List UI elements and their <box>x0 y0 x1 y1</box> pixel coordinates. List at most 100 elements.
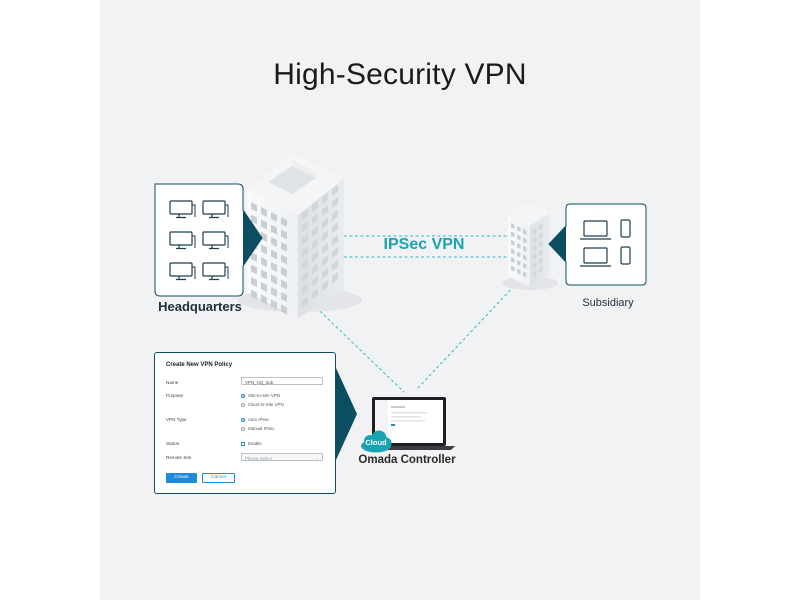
window <box>251 202 257 212</box>
window <box>261 294 267 305</box>
window <box>322 192 328 204</box>
window <box>281 254 287 265</box>
window <box>539 240 543 248</box>
headquarters-building <box>238 154 362 318</box>
window <box>271 274 277 285</box>
desktop-monitor-icon <box>202 200 229 219</box>
status-checkbox[interactable] <box>241 441 245 446</box>
window <box>271 249 277 260</box>
window <box>312 288 318 300</box>
window <box>523 263 527 269</box>
window <box>332 209 338 221</box>
status-label: Status <box>166 441 180 446</box>
window <box>517 226 521 232</box>
window <box>539 249 543 256</box>
window <box>251 214 257 225</box>
ipsec-vpn-label: IPSec VPN <box>383 236 465 253</box>
headquarters-label: Headquarters <box>158 299 242 314</box>
window <box>322 217 328 229</box>
remote-site-placeholder: Please Select <box>245 455 272 461</box>
window <box>251 264 257 275</box>
window <box>251 252 257 262</box>
desktop-monitor-icon <box>202 231 229 250</box>
window <box>302 208 308 220</box>
window <box>322 280 328 292</box>
window <box>517 251 521 258</box>
window <box>533 270 537 277</box>
window <box>517 234 521 241</box>
subsidiary-label: Subsidiary <box>582 297 634 309</box>
window <box>517 243 521 249</box>
window <box>322 242 328 254</box>
window <box>533 236 537 243</box>
window <box>511 248 515 255</box>
window <box>271 299 277 310</box>
window <box>302 221 308 233</box>
window <box>261 257 267 267</box>
omada-controller-label: Omada Controller <box>358 454 456 466</box>
window <box>261 282 267 292</box>
window <box>539 266 543 273</box>
desktop-monitor-icon <box>202 262 229 281</box>
desktop-monitor-icon <box>169 262 196 281</box>
purpose-option-client-to-site: Client-to-Site VPN <box>248 402 284 407</box>
window <box>251 289 257 300</box>
window <box>312 263 318 275</box>
window <box>322 205 328 217</box>
window <box>332 247 338 259</box>
window <box>302 246 308 258</box>
purpose-option-site-to-site: Site-to-Site VPN <box>248 393 280 398</box>
window <box>332 234 338 246</box>
window <box>539 257 543 265</box>
window <box>511 231 515 238</box>
form-connector-arrow <box>336 368 357 460</box>
cancel-button[interactable]: Cancel <box>202 473 235 483</box>
create-button[interactable]: Create <box>166 473 197 483</box>
window <box>261 207 267 217</box>
window <box>523 246 527 252</box>
window <box>312 250 318 262</box>
name-input[interactable]: VPN_HQ_Sub <box>241 377 323 385</box>
window <box>322 267 328 279</box>
vpn-type-radio-manual[interactable] <box>241 427 245 431</box>
remote-site-label: Remote Site <box>166 455 192 460</box>
purpose-radio-client-to-site[interactable] <box>241 403 245 407</box>
window <box>523 254 527 261</box>
subsidiary-devices-card <box>548 203 647 286</box>
window <box>281 217 287 227</box>
remote-site-select[interactable]: Please Select ⌄ <box>241 453 323 461</box>
status-checkbox-label: Enable <box>248 441 262 446</box>
window <box>261 244 267 255</box>
window <box>533 244 537 252</box>
window <box>312 213 318 225</box>
name-label: Name <box>166 380 179 385</box>
window <box>523 271 527 278</box>
chevron-down-icon: ⌄ <box>315 455 319 460</box>
vpn-type-label: VPN Type <box>166 417 187 422</box>
window <box>533 261 537 269</box>
window <box>302 258 308 270</box>
window <box>533 227 537 235</box>
window <box>281 279 287 290</box>
purpose-radio-site-to-site[interactable] <box>241 394 245 398</box>
window <box>332 197 338 209</box>
window <box>302 271 308 283</box>
vpn-type-radio-auto[interactable] <box>241 418 245 422</box>
window <box>511 257 515 263</box>
window <box>281 292 287 302</box>
window <box>302 283 308 295</box>
window <box>271 224 277 235</box>
window <box>281 229 287 240</box>
cloud-icon <box>361 430 392 453</box>
window <box>539 232 543 239</box>
window <box>539 223 543 231</box>
window <box>261 219 267 230</box>
window <box>251 277 257 287</box>
vpn-type-option-manual: Manual IPsec <box>248 426 275 431</box>
smartphone-icon <box>620 246 631 265</box>
window <box>533 253 537 260</box>
window <box>523 237 527 244</box>
headquarters-devices-card <box>154 183 263 297</box>
window <box>322 230 328 242</box>
